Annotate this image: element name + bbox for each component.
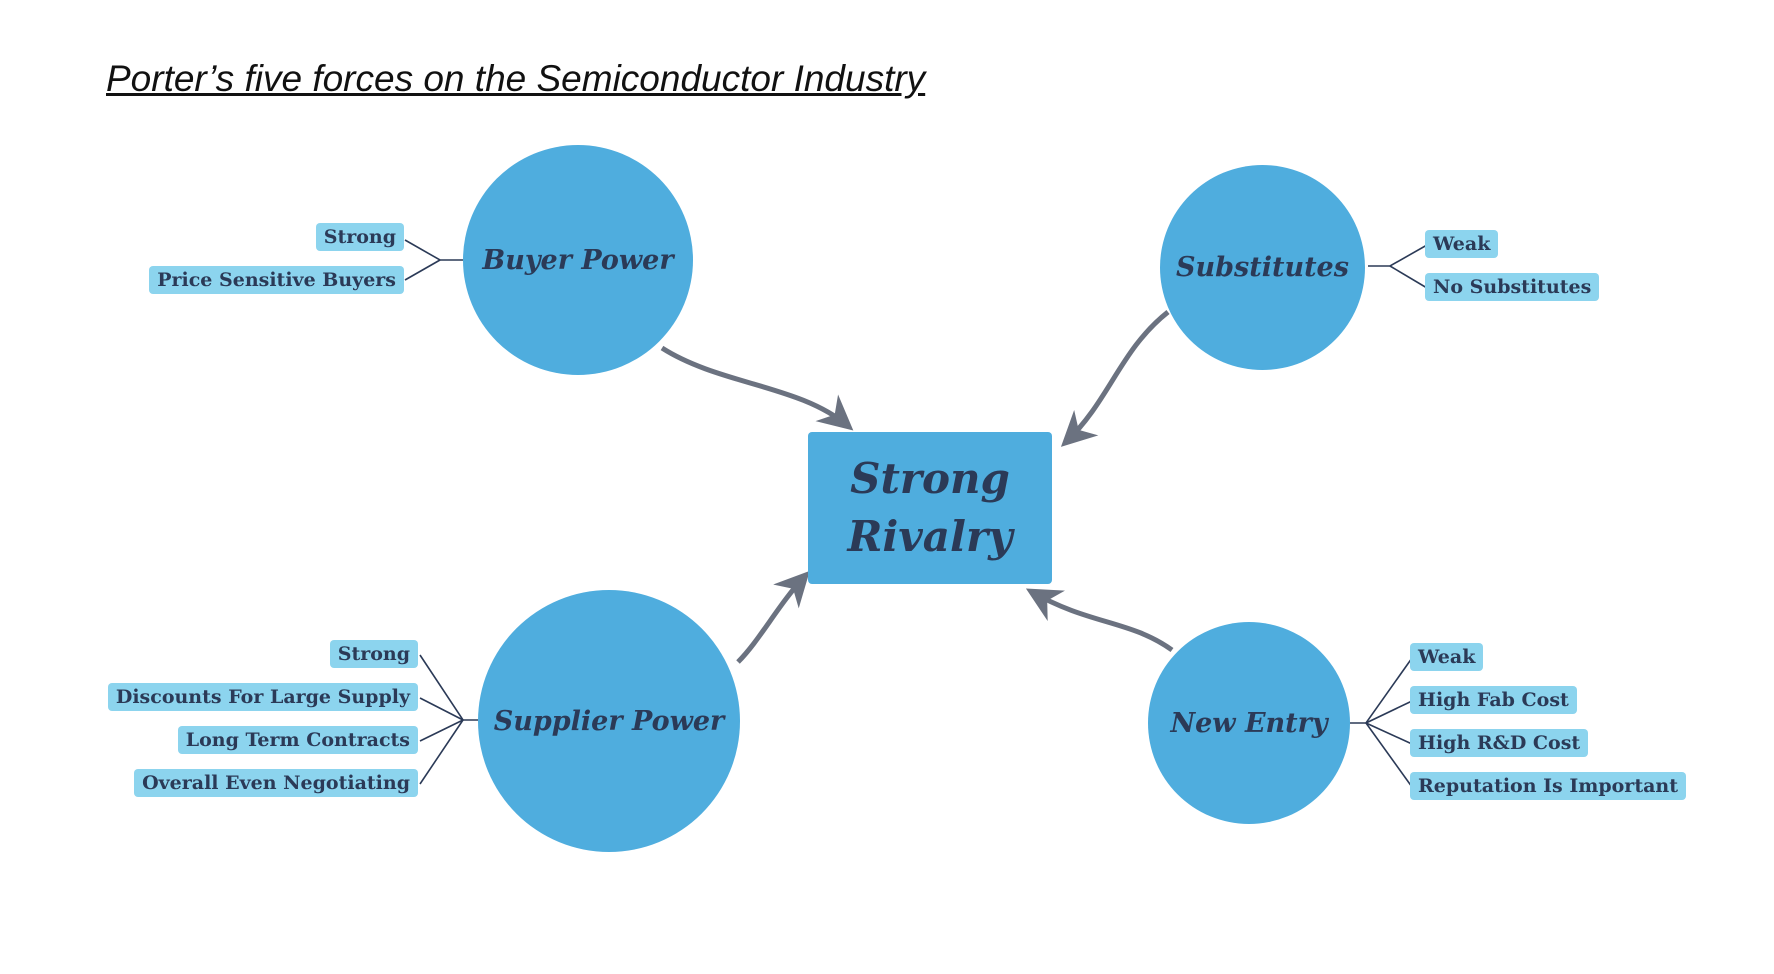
- supplier-power-label: Supplier Power: [493, 705, 725, 737]
- buyer-power-label: Buyer Power: [482, 244, 674, 276]
- newentry-tag-reputation: Reputation Is Important: [1410, 772, 1686, 800]
- buyer-tag-connectors: [404, 239, 463, 281]
- new-entry-label: New Entry: [1170, 707, 1328, 739]
- newentry-tag-weak: Weak: [1410, 643, 1484, 671]
- substitutes-tag-connectors: [1368, 244, 1428, 289]
- supplier-tag-strong: Strong: [329, 640, 418, 668]
- strong-rivalry-label: Strong Rivalry: [815, 450, 1045, 566]
- center-line-1: Strong: [850, 454, 1010, 503]
- supplier-tag-even-negotiating: Overall Even Negotiating: [134, 769, 418, 797]
- substitutes-label: Substitutes: [1176, 252, 1349, 283]
- center-line-2: Rivalry: [847, 512, 1013, 561]
- supplier-tag-connectors: [419, 654, 478, 785]
- page-title: Porter’s five forces on the Semiconducto…: [106, 58, 926, 99]
- buyer-power-node: Buyer Power: [463, 145, 693, 375]
- arrow-newentry-to-rivalry: [1025, 588, 1174, 653]
- buyer-tag-price-sensitive: Price Sensitive Buyers: [149, 266, 404, 294]
- buyer-tag-strong: Strong: [315, 223, 404, 251]
- substitutes-node: Substitutes: [1160, 165, 1365, 370]
- arrow-supplier-to-rivalry: [736, 570, 810, 664]
- arrow-substitutes-to-rivalry: [1060, 310, 1170, 447]
- supplier-power-node: Supplier Power: [478, 590, 740, 852]
- supplier-tag-discounts: Discounts For Large Supply: [107, 683, 418, 711]
- new-entry-node: New Entry: [1148, 622, 1350, 824]
- newentry-tag-high-fab-cost: High Fab Cost: [1410, 686, 1577, 714]
- substitutes-tag-weak: Weak: [1425, 230, 1499, 258]
- newentry-tag-high-rd-cost: High R&D Cost: [1410, 729, 1589, 757]
- substitutes-tag-no-substitutes: No Substitutes: [1425, 273, 1600, 301]
- newentry-tag-connectors: [1350, 657, 1413, 788]
- arrow-buyer-to-rivalry: [660, 345, 854, 431]
- supplier-tag-long-term: Long Term Contracts: [177, 726, 418, 754]
- strong-rivalry-node: Strong Rivalry: [808, 432, 1052, 584]
